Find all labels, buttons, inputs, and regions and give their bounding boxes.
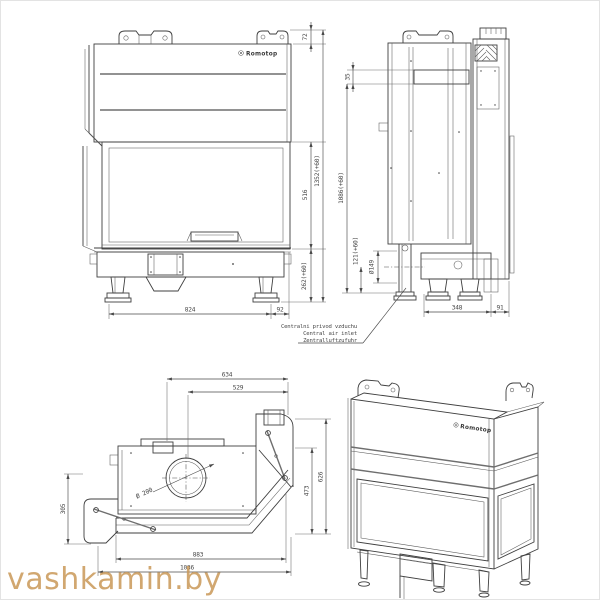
dim-body-height: 1086(+60) xyxy=(338,83,395,294)
front-left-leg xyxy=(104,276,132,303)
plan-view: Ø 200 xyxy=(60,372,331,576)
side-body xyxy=(378,42,472,245)
dim-text-149: Ø149 xyxy=(368,259,376,274)
dim-inlet-height: 121(+60) xyxy=(353,237,363,294)
dim-text-634: 634 xyxy=(222,372,233,379)
dim-text-121: 121(+60) xyxy=(353,237,360,265)
dim-bracket-height: 72 xyxy=(290,22,326,52)
plan-body xyxy=(109,438,257,515)
side-view: 35 1086(+60) 121(+60) Ø149 xyxy=(281,27,515,344)
dim-text-348: 348 xyxy=(452,305,463,312)
air-inlet-pipe xyxy=(384,244,425,301)
dim-text-883: 883 xyxy=(193,552,204,559)
air-inlet-callout: Centralni privod vzduchu Central air inl… xyxy=(281,287,407,344)
dim-depth-outer: 626 xyxy=(295,418,331,535)
dim-text-824: 824 xyxy=(185,307,196,314)
front-logo: Romotop xyxy=(238,50,277,58)
dim-top-width: 634 xyxy=(166,372,289,441)
vent-grille xyxy=(474,44,498,62)
logo-text: Romotop xyxy=(246,52,277,58)
dim-text-1036: 1036 xyxy=(180,565,195,572)
dim-text-626: 626 xyxy=(318,471,325,482)
dim-text-91: 91 xyxy=(496,305,504,312)
plan-front-rail xyxy=(115,469,294,534)
logo-text-iso: Romotop xyxy=(460,424,492,434)
air-inlet-note-en: Central air inlet xyxy=(303,331,357,337)
side-dimensions: 35 1086(+60) 121(+60) Ø149 xyxy=(281,62,510,344)
dim-text-262: 262(+60) xyxy=(301,262,308,290)
front-glass-door xyxy=(101,141,291,250)
dim-text-1352: 1352(+60) xyxy=(314,155,321,187)
plan-right-corner xyxy=(255,409,294,488)
dim-top-offset: 35 xyxy=(345,62,414,92)
dim-left-depth: 305 xyxy=(60,473,91,545)
dim-text-72: 72 xyxy=(302,33,309,41)
plan-dimensions: 634 529 305 473 626 xyxy=(60,372,331,576)
dim-text-529: 529 xyxy=(233,385,244,392)
front-dimensions: 72 516 262(+60) 1352(+60) 824 xyxy=(108,22,326,319)
dim-base-depth: 348 91 xyxy=(423,281,510,317)
isometric-view: Romotop xyxy=(347,379,545,599)
plan-left-corner xyxy=(83,498,157,544)
dim-text-35: 35 xyxy=(345,73,352,81)
dim-base-height: 262(+60) xyxy=(281,248,326,303)
dim-inlet-diameter: Ø149 xyxy=(368,250,397,284)
dim-text-200: Ø 200 xyxy=(134,486,154,501)
dim-overall-width: 1036 xyxy=(97,537,292,576)
dim-depth-inner: 473 xyxy=(295,447,331,535)
dim-right-offset: 92 xyxy=(270,252,290,319)
iso-glass xyxy=(356,478,535,562)
dim-width: 824 xyxy=(108,304,272,319)
dim-flue-center: 529 xyxy=(187,385,289,459)
iso-legs xyxy=(358,549,531,598)
logo-mark-icon xyxy=(238,50,244,56)
front-view: Romotop xyxy=(82,22,326,319)
dim-text-1086: 1086(+60) xyxy=(338,172,345,204)
air-inlet-note-cz: Centralni privod vzduchu xyxy=(281,324,357,330)
door-handle xyxy=(186,231,243,242)
dim-total-height: 1352(+60) xyxy=(314,29,325,303)
side-rear-panel xyxy=(472,27,515,280)
watermark: vashkamin.by xyxy=(7,562,222,597)
side-base xyxy=(384,244,499,301)
dim-text-473: 473 xyxy=(304,485,311,496)
iso-body xyxy=(347,392,545,570)
iso-top-brackets xyxy=(357,379,534,401)
iso-base xyxy=(356,549,531,599)
dim-text-305: 305 xyxy=(60,503,67,514)
front-top-brackets xyxy=(118,30,289,44)
dim-text-516: 516 xyxy=(302,189,309,200)
front-base xyxy=(89,247,292,303)
front-right-leg xyxy=(252,276,280,303)
flue-outlet: Ø 200 xyxy=(134,454,215,502)
dim-front-width: 883 xyxy=(115,493,287,563)
air-inlet-note-de: Zentralluftzufuhr xyxy=(303,338,358,344)
iso-logo: Romotop xyxy=(453,422,492,434)
side-top-bracket xyxy=(402,30,454,43)
dim-glass-height: 516 xyxy=(292,141,326,250)
dim-text-92: 92 xyxy=(276,307,284,314)
